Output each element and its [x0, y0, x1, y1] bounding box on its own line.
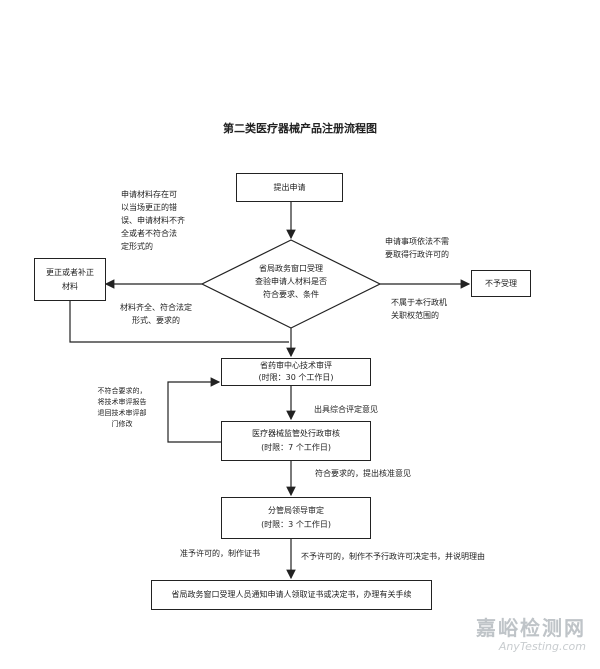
note-out-of-scope: 不属于本行政机 关职权范围的	[391, 298, 447, 320]
watermark-en: AnyTesting.com	[498, 640, 586, 653]
center-line-2: (时限：30 个工作日)	[258, 373, 334, 382]
reject-box: 不予受理	[471, 270, 531, 297]
note-approval-opinion: 符合要求的，提出核准意见	[315, 469, 411, 478]
notify-label: 省局政务窗口受理人员通知申请人领取证书或决定书，办理有关手续	[171, 590, 412, 599]
window-review-text: 省局政务窗口受理 查验申请人材料是否 符合要求、条件	[222, 262, 360, 301]
note-no-permit-needed: 申请事项依法不需 要取得行政许可的	[385, 237, 449, 259]
correct-line-1: 更正或者补正	[46, 267, 94, 277]
decision-diamond	[200, 239, 382, 329]
window-line-1: 省局政务窗口受理	[259, 264, 323, 273]
note-comprehensive-opinion: 出具综合评定意见	[314, 405, 378, 414]
leader-line-2: (时限：3 个工作日)	[261, 520, 331, 529]
note-materials-complete: 材料齐全、符合法定 形式、要求的	[120, 303, 192, 325]
dept-line-1: 医疗器械监管处行政审核	[252, 429, 340, 438]
page-title: 第二类医疗器械产品注册流程图	[223, 122, 377, 135]
note-grant-permit: 准予许可的，制作证书	[180, 549, 260, 558]
submit-application-box: 提出申请	[236, 173, 343, 202]
correct-line-2: 材料	[62, 281, 78, 291]
correct-materials-box: 更正或者补正 材料	[34, 258, 106, 301]
note-return-for-revision: 不符合要求的， 将技术审评报告 退回技术审评部 门修改	[97, 387, 147, 428]
watermark-cn: 嘉峪检测网	[476, 616, 586, 640]
window-line-2: 查验申请人材料是否	[255, 277, 327, 286]
note-correctable-errors: 申请材料存在可 以当场更正的错 误、申请材料不齐 全或者不符合法 定形式的	[121, 190, 185, 251]
dept-line-2: (时限：7 个工作日)	[261, 443, 331, 452]
leader-line-1: 分管局领导审定	[268, 506, 324, 515]
notify-applicant-box: 省局政务窗口受理人员通知申请人领取证书或决定书，办理有关手续	[151, 580, 432, 610]
admin-review-box: 医疗器械监管处行政审核 (时限：7 个工作日)	[221, 421, 371, 461]
center-line-1: 省药审中心技术审评	[260, 361, 332, 370]
note-deny-permit: 不予许可的，制作不予行政许可决定书，并说明理由	[301, 552, 485, 561]
technical-review-box: 省药审中心技术审评 (时限：30 个工作日)	[221, 358, 371, 386]
reject-label: 不予受理	[485, 278, 517, 288]
window-line-3: 符合要求、条件	[263, 290, 319, 299]
submit-label: 提出申请	[273, 182, 306, 192]
leader-approval-box: 分管局领导审定 (时限：3 个工作日)	[221, 497, 371, 539]
